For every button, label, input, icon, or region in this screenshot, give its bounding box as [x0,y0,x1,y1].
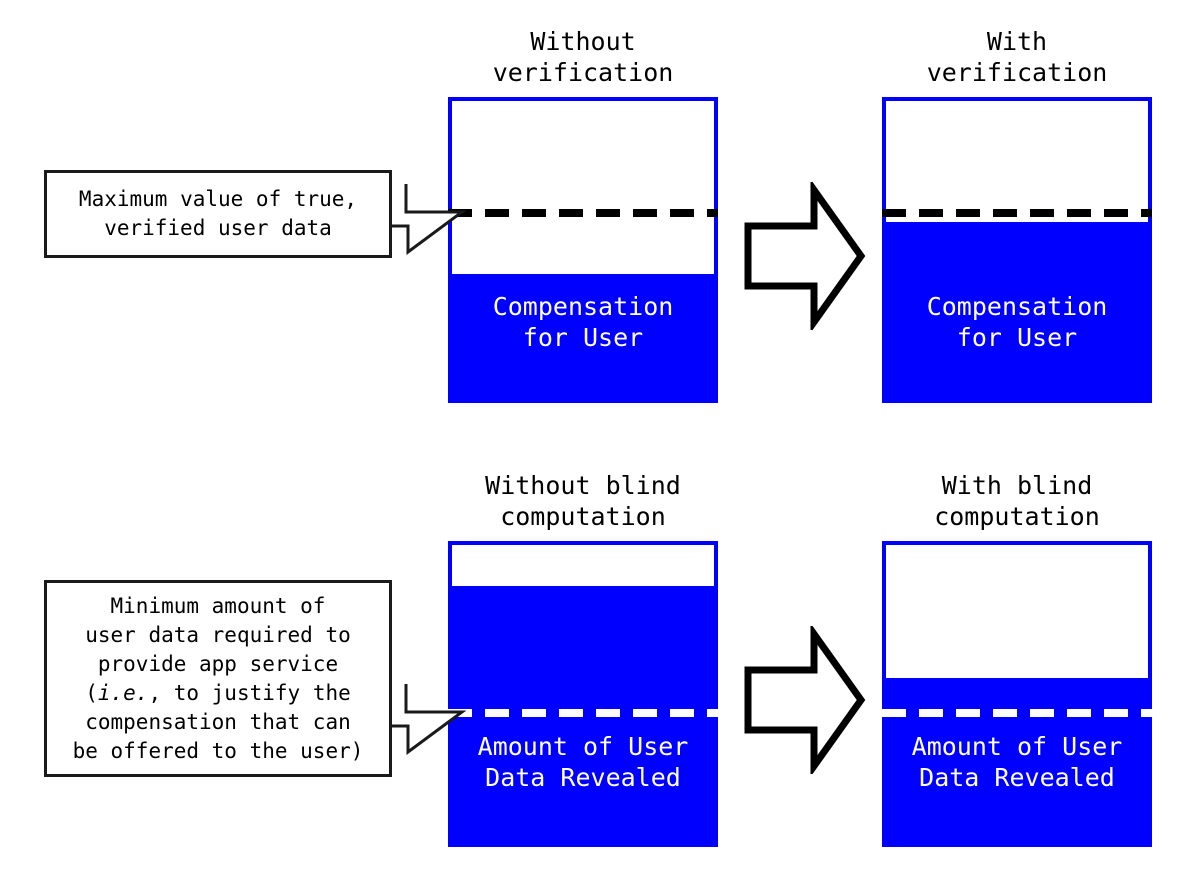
minimum-data-threshold-line [448,709,718,717]
right-block-arrow-bottom [744,626,866,774]
bar-label-data-revealed-without-blind-computation: Amount of User Data Revealed [477,732,689,792]
maximum-value-threshold-line-right [882,209,1152,217]
callout-maximum-value: Maximum value of true, verified user dat… [44,170,392,258]
maximum-value-threshold-line [448,209,718,217]
panel-title-without-verification: Without verification [492,27,674,87]
bar-fill-data-revealed-with-blind-computation [886,678,1148,843]
right-block-arrow-top [744,182,866,330]
bar-without-verification: Compensation for User [448,97,718,403]
bar-with-verification: Compensation for User [882,97,1152,403]
panel-title-without-blind-computation: Without blind computation [485,471,681,531]
bar-without-blind-computation: Amount of User Data Revealed [448,541,718,847]
bar-with-blind-computation: Amount of User Data Revealed [882,541,1152,847]
bar-label-data-revealed-with-blind-computation: Amount of User Data Revealed [911,732,1123,792]
minimum-data-threshold-line-right [882,709,1152,717]
bar-label-compensation-without-verification: Compensation for User [492,292,674,352]
bar-fill-compensation-without-verification [452,274,714,399]
callout-minimum-data: Minimum amount of user data required to … [44,580,392,777]
callout-minimum-data-text: Minimum amount of user data required to … [73,592,364,766]
panel-title-with-verification: With verification [926,27,1108,87]
callout-text-run: , to justify the compensation that can b… [72,680,364,763]
bar-fill-compensation-with-verification [886,222,1148,399]
panel-title-with-blind-computation: With blind computation [934,471,1100,531]
callout-emphasis-ie: i.e. [97,680,149,705]
bar-label-compensation-with-verification: Compensation for User [926,292,1108,352]
callout-text-run: Minimum amount of user data required to … [85,593,351,705]
